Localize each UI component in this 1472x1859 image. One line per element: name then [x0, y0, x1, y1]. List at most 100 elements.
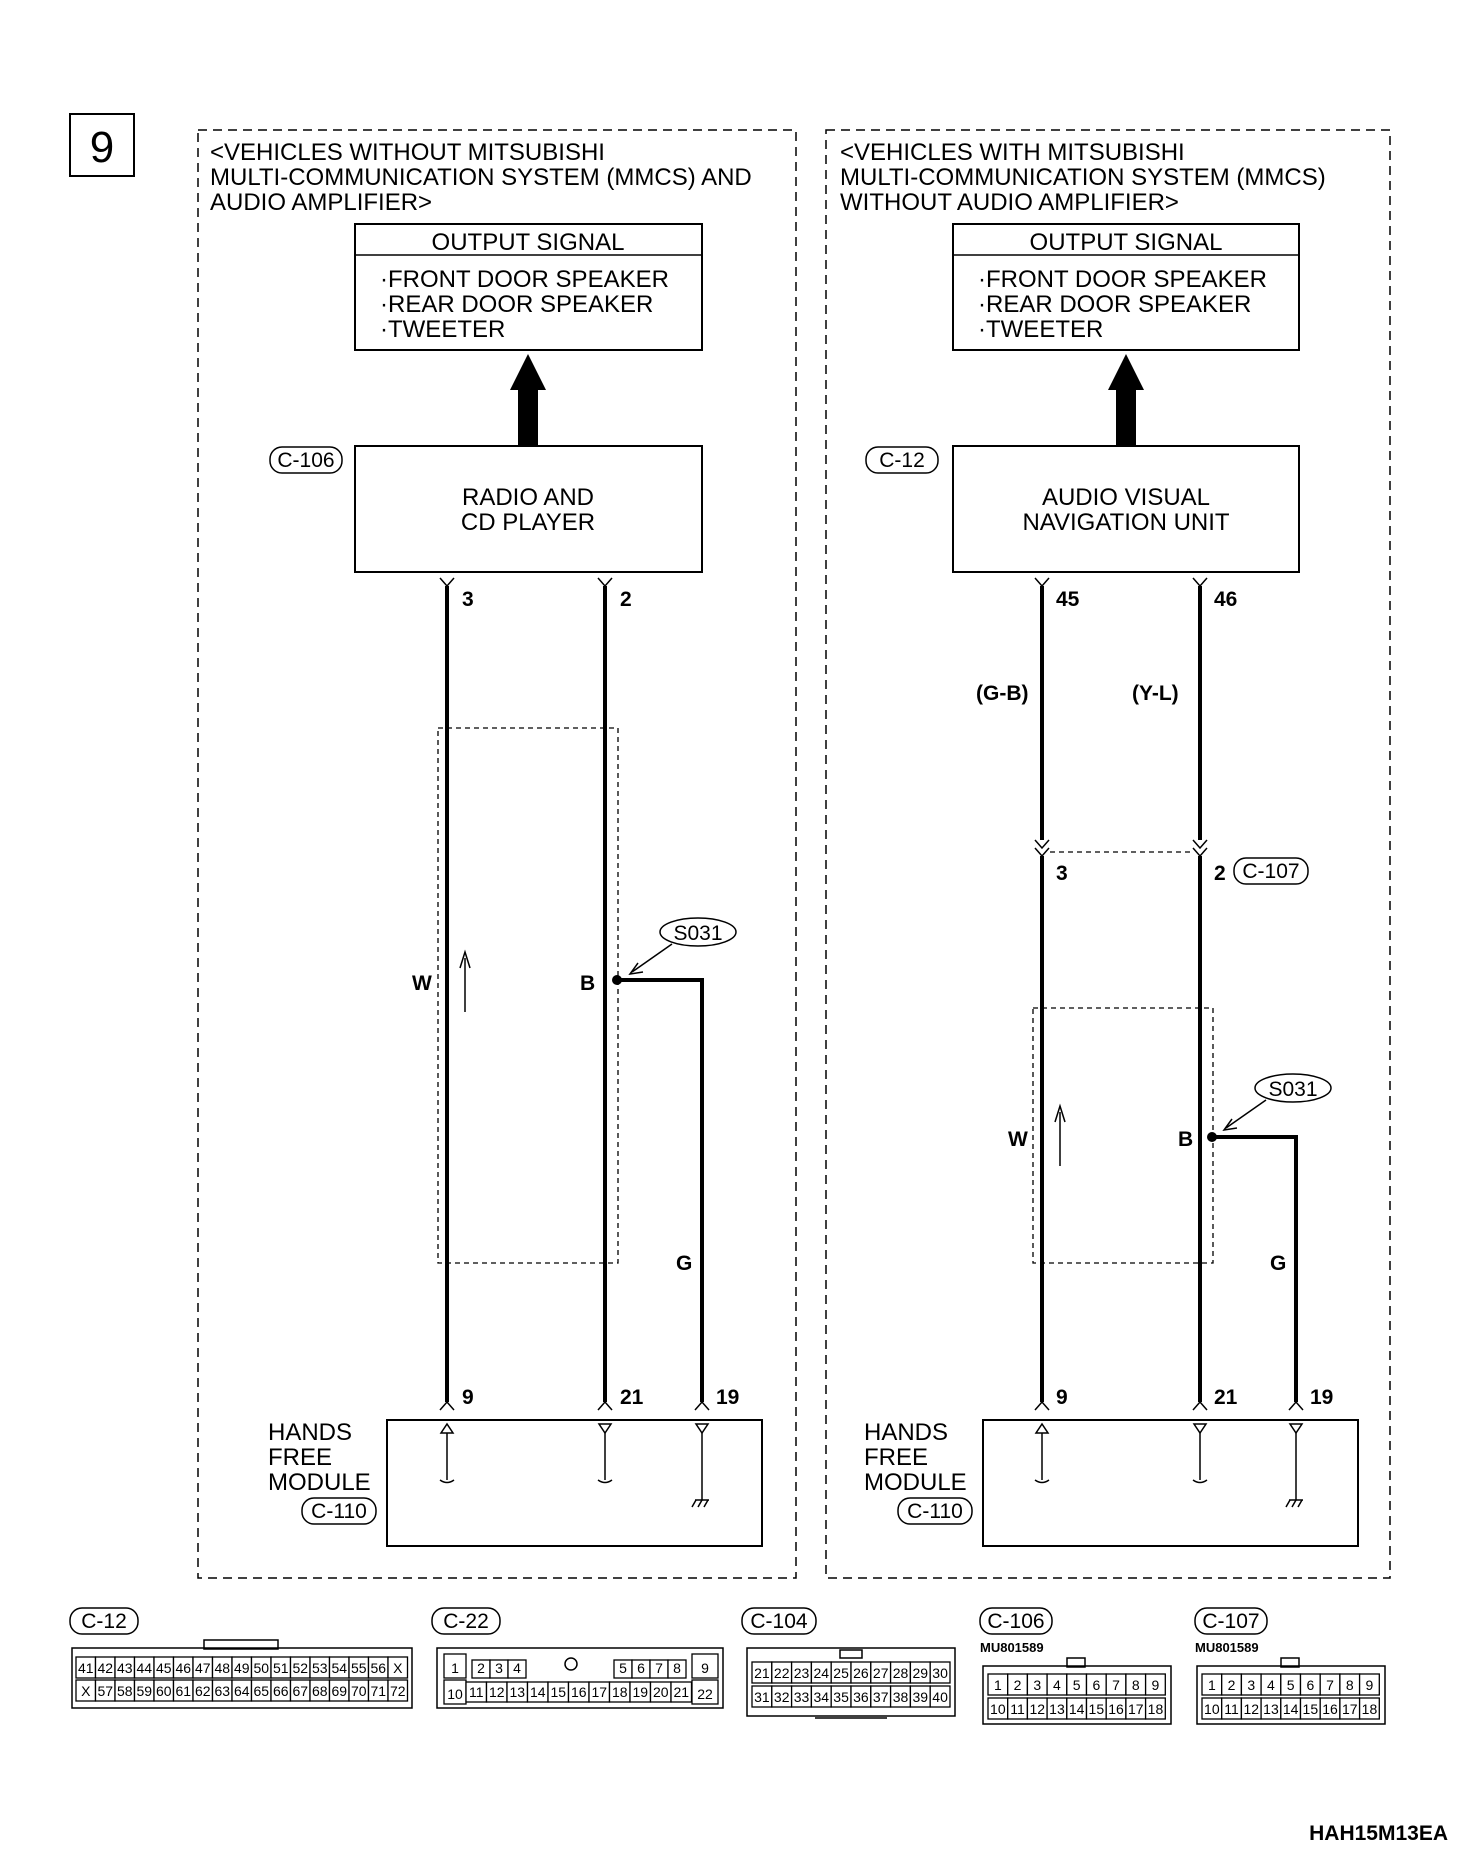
right-module-name-2: FREE: [864, 1444, 928, 1471]
right-junction-connector-tag: C-107: [1233, 857, 1309, 885]
left-wire-label-w: W: [412, 972, 432, 995]
c12-pin-label: 67: [292, 1683, 308, 1699]
left-signal-arrow: [459, 949, 471, 1012]
c12-pin-label: 55: [351, 1660, 367, 1676]
c12-pin-label: 71: [370, 1683, 386, 1699]
right-unit-name-2: NAVIGATION UNIT: [1022, 509, 1229, 536]
left-panel-border: [197, 129, 797, 1579]
left-module-pin-9: 9: [462, 1386, 474, 1409]
c12-pin-label: 61: [175, 1683, 191, 1699]
c22-pin-label: 4: [513, 1660, 521, 1676]
c12-pin-label: 63: [214, 1683, 230, 1699]
c12-pin-label: 68: [312, 1683, 328, 1699]
c104-pin-label: 27: [873, 1665, 889, 1681]
c12-pin-label: 56: [370, 1660, 386, 1676]
left-wire-label-b: B: [580, 972, 595, 995]
c12-cell: [387, 1679, 409, 1702]
left-module-pin-21: 21: [620, 1386, 644, 1409]
c22-pin-label: 21: [673, 1684, 689, 1700]
left-module-name-2: FREE: [268, 1444, 332, 1471]
c104-pin-label: 21: [754, 1665, 770, 1681]
c12-pin-label: 49: [234, 1660, 250, 1676]
c22-pin-label: 3: [495, 1660, 503, 1676]
c106-pin-label: 7: [1112, 1677, 1120, 1693]
right-module-connector-label: C-110: [907, 1500, 963, 1523]
right-panel-border: [825, 129, 1391, 1579]
connector-c104-label: C-104: [750, 1610, 808, 1633]
c104-pin-label: 25: [833, 1665, 849, 1681]
right-splice-tag: S031: [1222, 1073, 1332, 1132]
c12-pin-label: 54: [331, 1660, 347, 1676]
c12-pin-label: 59: [136, 1683, 152, 1699]
c107-pin-label: 13: [1263, 1701, 1279, 1717]
c12-pin-label: 51: [273, 1660, 289, 1676]
c106-pin-label: 13: [1049, 1701, 1065, 1717]
c22-pin-label: 19: [632, 1684, 648, 1700]
left-condition-line-1: <VEHICLES WITHOUT MITSUBISHI: [210, 139, 605, 166]
c22-pin-label: 15: [550, 1684, 566, 1700]
c12-pin-label: X: [393, 1660, 403, 1676]
left-splice-label: S031: [673, 922, 722, 945]
c104-pin-label: 35: [833, 1689, 849, 1705]
left-twisted-pair-box: [437, 727, 619, 1264]
right-output-item-1: ·FRONT DOOR SPEAKER: [978, 266, 1267, 293]
c106-pin-label: 12: [1029, 1701, 1045, 1717]
c104-pin-label: 38: [893, 1689, 909, 1705]
c104-cell: [929, 1661, 951, 1684]
figure-code: HAH15M13EA: [1309, 1822, 1448, 1845]
right-output-arrow: [1108, 354, 1144, 446]
right-output-item-3: ·TWEETER: [978, 316, 1103, 343]
c12-pin-label: 52: [292, 1660, 308, 1676]
left-wire-g: [617, 978, 704, 1402]
c22-pin-label: 5: [619, 1660, 627, 1676]
right-module-pin-19: 19: [1310, 1386, 1333, 1409]
right-output-header: OUTPUT SIGNAL: [1030, 229, 1223, 256]
left-module-pin-19: 19: [716, 1386, 739, 1409]
c12-pin-label: 47: [195, 1660, 211, 1676]
c104-pin-label: 37: [873, 1689, 889, 1705]
left-output-header: OUTPUT SIGNAL: [432, 229, 625, 256]
c12-pin-label: 70: [351, 1683, 367, 1699]
right-signal-arrow: [1054, 1103, 1066, 1166]
c106-cell: [1144, 1673, 1166, 1696]
c106-pin-label: 10: [990, 1701, 1006, 1717]
left-module-name-3: MODULE: [268, 1469, 371, 1496]
c107-pin-label: 3: [1247, 1677, 1255, 1693]
c106-pin-label: 14: [1069, 1701, 1085, 1717]
c104-pin-label: 24: [814, 1665, 830, 1681]
c106-pin-label: 15: [1089, 1701, 1105, 1717]
c104-pin-label: 32: [774, 1689, 790, 1705]
step-number-box: 9: [69, 113, 135, 177]
right-output-signal-box: OUTPUT SIGNAL ·FRONT DOOR SPEAKER ·REAR …: [952, 223, 1300, 351]
right-condition-line-1: <VEHICLES WITH MITSUBISHI: [840, 139, 1185, 166]
c106-pin-label: 2: [1014, 1677, 1022, 1693]
c22-cell: [691, 1653, 719, 1679]
right-condition-line-3: WITHOUT AUDIO AMPLIFIER>: [840, 189, 1179, 216]
right-wire-label-b: B: [1178, 1128, 1193, 1151]
c107-pin-label: 16: [1322, 1701, 1338, 1717]
left-pin-2: 2: [620, 588, 632, 611]
c22-pin-label: 18: [612, 1684, 628, 1700]
right-module-pin-9: 9: [1056, 1386, 1068, 1409]
left-unit-connector-tag: C-106: [269, 446, 343, 474]
right-output-item-2: ·REAR DOOR SPEAKER: [978, 291, 1251, 318]
c107-pin-label: 4: [1267, 1677, 1275, 1693]
c104-pin-label: 29: [913, 1665, 929, 1681]
c104-pin-label: 31: [754, 1689, 770, 1705]
c107-pin-label: 8: [1346, 1677, 1354, 1693]
right-module-name-3: MODULE: [864, 1469, 967, 1496]
c12-pin-label: 69: [331, 1683, 347, 1699]
c104-pin-label: 22: [774, 1665, 790, 1681]
right-wire-g: [1212, 1135, 1298, 1402]
c104-cell: [929, 1685, 951, 1708]
c106-pin-label: 1: [994, 1677, 1002, 1693]
left-condition-line-3: AUDIO AMPLIFIER>: [210, 189, 432, 216]
c22-pin-label: 12: [489, 1684, 505, 1700]
c106-pin-label: 17: [1128, 1701, 1144, 1717]
c12-pin-label: 66: [273, 1683, 289, 1699]
c12-pin-label: 64: [234, 1683, 250, 1699]
